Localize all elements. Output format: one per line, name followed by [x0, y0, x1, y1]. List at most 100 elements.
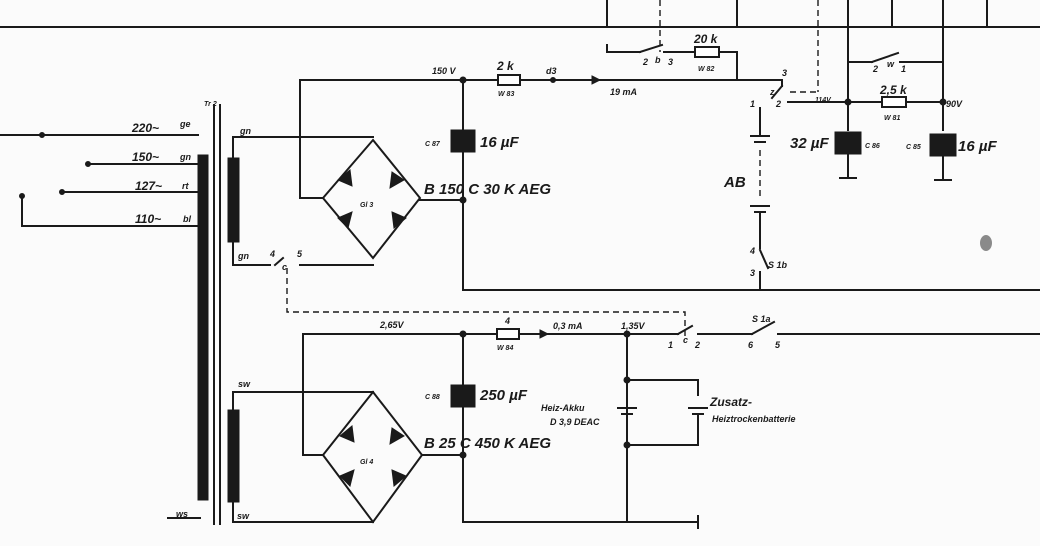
extra-batt-top-lead: [626, 379, 699, 396]
current-arrow-upper: [591, 75, 602, 85]
tap-110-terminal: [19, 193, 25, 199]
upper-sec-bottom-label: gn: [237, 251, 249, 261]
rectifier-gl4-type: B 25 C 450 K AEG: [424, 435, 551, 452]
contact-3-bottom: 3: [750, 268, 755, 278]
accumulator-line1: Heiz-Akku: [541, 403, 585, 413]
resistor-w81-ref: W 81: [884, 115, 900, 122]
diode-gl4-1: [339, 425, 355, 443]
node-d3-label: d3: [546, 66, 557, 76]
resistor-w81-value: 2,5 k: [879, 83, 908, 97]
bridge-gl4-ref: Gl 4: [360, 459, 373, 466]
tap-ws-label: ws: [176, 509, 188, 519]
tap-220-voltage: 220~: [131, 121, 159, 135]
lower-contact-6: 6: [748, 340, 754, 350]
contact-2: 2: [775, 99, 781, 109]
link-label-4: 4: [269, 249, 275, 259]
preset-pin-2: 2: [642, 57, 648, 67]
current-arrow-lower: [539, 329, 550, 339]
preset-pin-3: 3: [668, 57, 673, 67]
contact-4: 4: [749, 246, 755, 256]
node-90v-label: 90V: [946, 99, 963, 109]
switch-w-pin-2: 2: [872, 64, 878, 74]
bridge-gl3: [321, 138, 422, 260]
switch-w-blade: [870, 51, 900, 64]
resistor-w83-value: 2 k: [496, 59, 515, 73]
diode-gl3-2: [389, 171, 405, 189]
node-135v-label: 1,35V: [621, 321, 646, 331]
cap-c86: [834, 131, 862, 155]
upper-sec-bottom-lead: [232, 241, 271, 266]
upper-sec-top-label: gn: [239, 126, 251, 136]
node-d3: [550, 77, 556, 83]
lower-sec-top-lead: [232, 391, 374, 411]
switch-w-pin-1: 1: [901, 64, 906, 74]
preset-right-lead: [718, 51, 738, 81]
cap-c85-ref: C 85: [906, 144, 921, 151]
diode-gl3-4: [391, 211, 407, 229]
contact-1: 1: [750, 99, 755, 109]
switch-s1a-label: S 1a: [752, 314, 771, 324]
ganged-switch-link: [286, 268, 686, 340]
tap-110-voltage: 110~: [135, 212, 161, 226]
cap-c86-value: 32 µF: [790, 135, 829, 152]
tap-110-line: [21, 195, 199, 227]
cap-c88: [450, 384, 476, 408]
diode-gl3-1: [337, 169, 353, 187]
switch-s1b-label: S 1b: [768, 260, 788, 270]
cap-c87-ref: C 87: [425, 141, 441, 148]
resistor-w82-ref: W 82: [698, 66, 714, 73]
cap-c85-value: 16 µF: [958, 138, 997, 155]
tap-127-color: rt: [182, 181, 190, 191]
primary-winding: [197, 154, 209, 501]
bridge-gl4-pos-lead: [302, 333, 464, 456]
secondary-winding-upper: [227, 157, 240, 243]
upper-line-c: [736, 79, 783, 87]
bridge-gl4: [321, 390, 424, 524]
resistor-w82: [694, 46, 720, 58]
tap-150-color: gn: [179, 152, 191, 162]
contact-3-top: 3: [782, 68, 787, 78]
upper-sec-top-lead: [232, 136, 374, 159]
scan-blemish: [980, 235, 992, 251]
lower-contact-2: 2: [694, 340, 700, 350]
rectifier-gl3-type: B 150 C 30 K AEG: [424, 181, 551, 198]
link-label-5: 5: [297, 249, 303, 259]
switch-c-blade: [676, 324, 694, 336]
upper-node-bridge: [459, 196, 467, 204]
extra-battery-line1: Zusatz-: [709, 395, 752, 409]
rail-voltage-150: 150 V: [432, 66, 457, 76]
accu-node-bottom: [623, 441, 631, 449]
diode-gl4-2: [389, 427, 405, 445]
node-90v: [939, 98, 947, 106]
link-label-c: c: [282, 262, 287, 272]
tap-127-terminal: [59, 189, 65, 195]
preset-pin-b: b: [655, 55, 661, 65]
cap-c87-value: 16 µF: [480, 134, 519, 151]
lower-contact-1: 1: [668, 340, 673, 350]
resistor-w81: [881, 96, 907, 108]
secondary-winding-lower: [227, 409, 240, 503]
lower-sec-bottom-lead: [232, 501, 374, 523]
switch-w-pin-w: w: [887, 59, 895, 69]
current-19ma: 19 mA: [610, 87, 637, 97]
resistor-w83-ref: W 83: [498, 91, 514, 98]
lower-contact-5: 5: [775, 340, 781, 350]
tap-220-terminal: [39, 132, 45, 138]
preset-left-lead: [606, 44, 641, 53]
lower-node-bridge: [459, 451, 467, 459]
contact-z: z: [769, 87, 775, 97]
link-switch-blade: [273, 256, 285, 267]
bridge-gl3-ref: Gl 3: [360, 202, 373, 209]
resistor-w84-value: 4: [504, 316, 510, 326]
tap-127-voltage: 127~: [135, 179, 162, 193]
cap-c85: [929, 133, 957, 157]
resistor-w83: [497, 74, 521, 86]
switch-z-blade: [770, 84, 784, 100]
lower-sec-top-label: sw: [238, 379, 251, 389]
tap-150-voltage: 150~: [132, 150, 159, 164]
cap-c88-value: 250 µF: [479, 387, 528, 404]
transformer-ref: Tr 2: [204, 101, 217, 108]
cap-c87: [450, 129, 476, 153]
